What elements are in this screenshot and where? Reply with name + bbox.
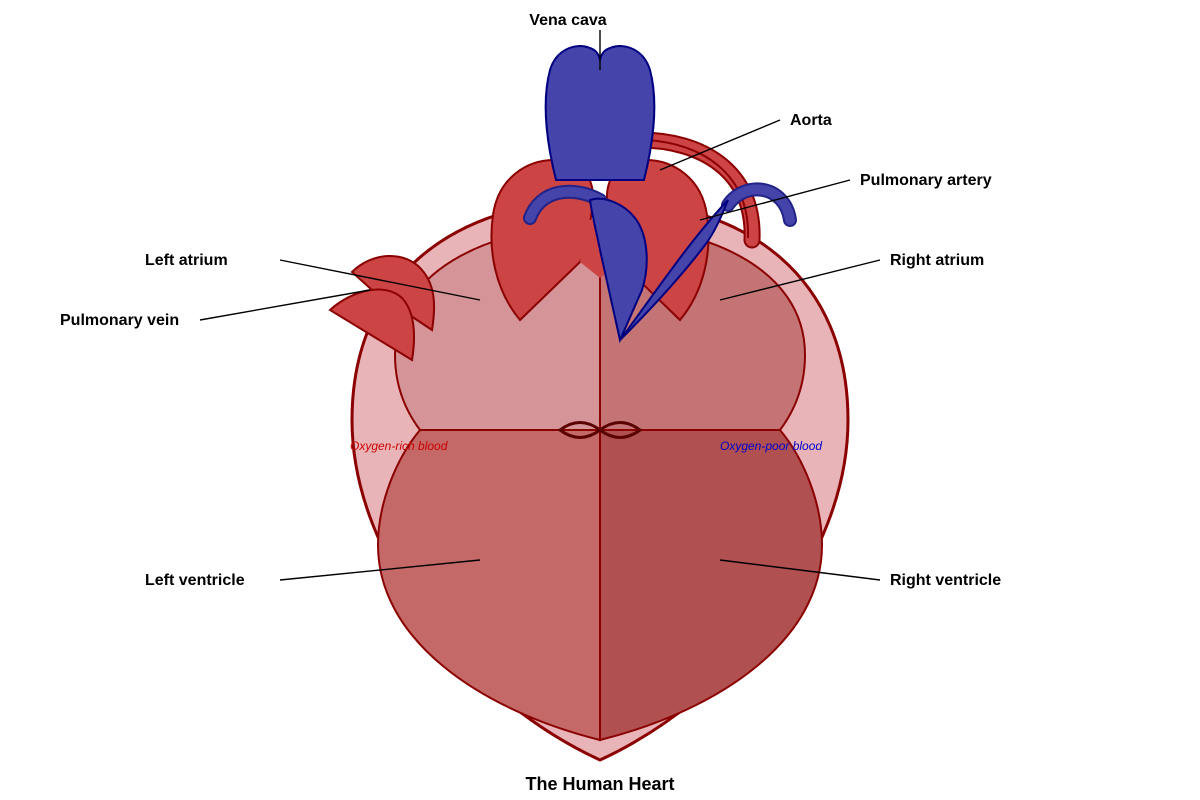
left-ventricle-leader xyxy=(279,559,481,581)
right-ventricle-chamber xyxy=(599,429,824,742)
left-ventricle-label: Left ventricle xyxy=(145,572,245,589)
diagram-title: The Human Heart xyxy=(525,774,674,794)
pulmonary-artery-label: Pulmonary artery xyxy=(860,172,992,189)
left-atrium-label: Left atrium xyxy=(145,252,228,269)
oxygen-poor-note: Oxygen-poor blood xyxy=(720,439,822,453)
right-atrium-label: Right atrium xyxy=(890,252,984,269)
pulmonary-artery-vessel xyxy=(619,199,729,341)
oxygen-rich-note: Oxygen-rich blood xyxy=(350,439,448,453)
pulmonary-artery-left-branch-fill xyxy=(525,186,605,223)
pulmonary-vein-lower xyxy=(328,288,416,362)
right-valve xyxy=(597,421,643,439)
aorta-vessel-lumen xyxy=(645,139,750,239)
right-ventricle-label: Right ventricle xyxy=(890,572,1001,589)
left-ventricle-chamber xyxy=(376,429,601,742)
pulmonary-vein-leader xyxy=(199,289,371,321)
aorta-label: Aorta xyxy=(790,112,832,129)
right-ventricle-leader xyxy=(719,559,881,581)
left-atrium-leader xyxy=(279,259,481,301)
pulmonary-vein-label: Pulmonary vein xyxy=(60,312,179,329)
pulmonary-trunk xyxy=(588,197,648,344)
right-atrium-leader xyxy=(719,259,881,301)
pulmonary-artery-right-branch-fill xyxy=(723,184,795,225)
pulmonary-artery-leader xyxy=(699,179,851,221)
aorta-leader xyxy=(659,119,781,171)
vena-cava-label: Vena cava xyxy=(529,12,607,29)
